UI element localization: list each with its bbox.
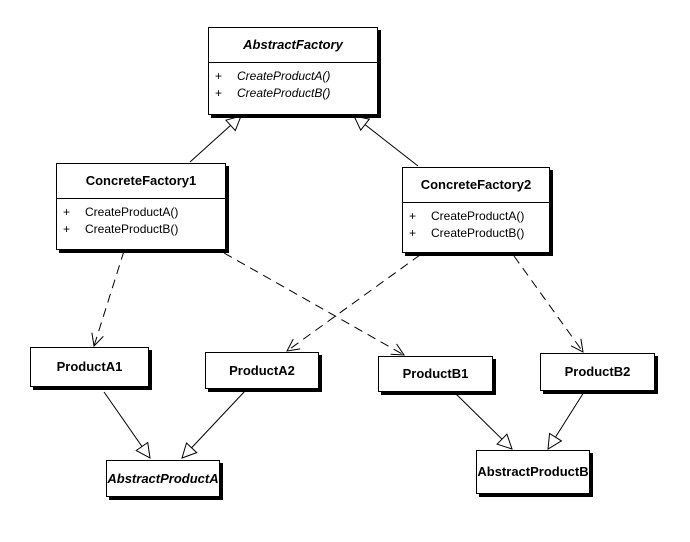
- generalization-cf1-to-af: [189, 116, 241, 163]
- dependency-cf1-to-product-a1: [94, 250, 125, 346]
- generalization-a2-to-apa: [182, 390, 246, 458]
- abstract-factory-class[interactable]: AbstractFactory + CreateProductA() + Cre…: [208, 27, 378, 115]
- product-b1-class[interactable]: ProductB1: [378, 356, 493, 392]
- concrete-factory-2-class[interactable]: ConcreteFactory2 + CreateProductA() + Cr…: [402, 167, 550, 253]
- concrete-factory-1-class[interactable]: ConcreteFactory1 + CreateProductA() + Cr…: [56, 163, 226, 250]
- generalization-b1-to-apb: [454, 392, 512, 449]
- operation-row: + CreateProductA(): [63, 204, 225, 221]
- visibility-marker: +: [63, 205, 71, 219]
- concrete-factory-2-title: ConcreteFactory2: [420, 177, 532, 192]
- product-a2-class[interactable]: ProductA2: [205, 352, 319, 389]
- dependency-cf2-to-product-a2: [287, 254, 421, 351]
- operation-row: + CreateProductA(): [409, 208, 549, 225]
- generalization-cf2-to-af: [354, 116, 419, 167]
- operation-name: CreateProductB(): [431, 226, 525, 240]
- operation-name: CreateProductB(): [85, 222, 179, 236]
- dependency-cf2-to-product-b2: [513, 255, 583, 352]
- visibility-marker: +: [409, 209, 417, 223]
- dependency-cf1-to-product-b1: [223, 252, 404, 355]
- operation-row: + CreateProductB(): [409, 225, 549, 242]
- operation-name: CreateProductA(): [431, 209, 525, 223]
- operation-row: + CreateProductA(): [215, 68, 377, 85]
- concrete-factory-1-title: ConcreteFactory1: [85, 173, 197, 188]
- visibility-marker: +: [63, 222, 71, 236]
- abstract-product-a-class[interactable]: AbstractProductA: [106, 460, 220, 497]
- visibility-marker: +: [409, 226, 417, 240]
- product-b2-class[interactable]: ProductB2: [540, 353, 655, 391]
- operation-name: CreateProductA(): [237, 69, 331, 83]
- operation-row: + CreateProductB(): [63, 221, 225, 238]
- operation-name: CreateProductB(): [237, 86, 331, 100]
- generalization-b2-to-apb: [548, 391, 585, 449]
- concrete-factory-2-operations: + CreateProductA() + CreateProductB(): [403, 202, 549, 242]
- visibility-marker: +: [215, 86, 223, 100]
- concrete-factory-1-operations: + CreateProductA() + CreateProductB(): [57, 198, 225, 238]
- abstract-factory-title: AbstractFactory: [243, 37, 343, 52]
- visibility-marker: +: [215, 69, 223, 83]
- abstract-product-b-class[interactable]: AbstractProductB: [476, 450, 590, 494]
- generalization-a1-to-apa: [103, 391, 150, 458]
- operation-row: + CreateProductB(): [215, 85, 377, 102]
- abstract-factory-operations: + CreateProductA() + CreateProductB(): [209, 62, 377, 102]
- operation-name: CreateProductA(): [85, 205, 179, 219]
- product-a1-class[interactable]: ProductA1: [30, 347, 149, 387]
